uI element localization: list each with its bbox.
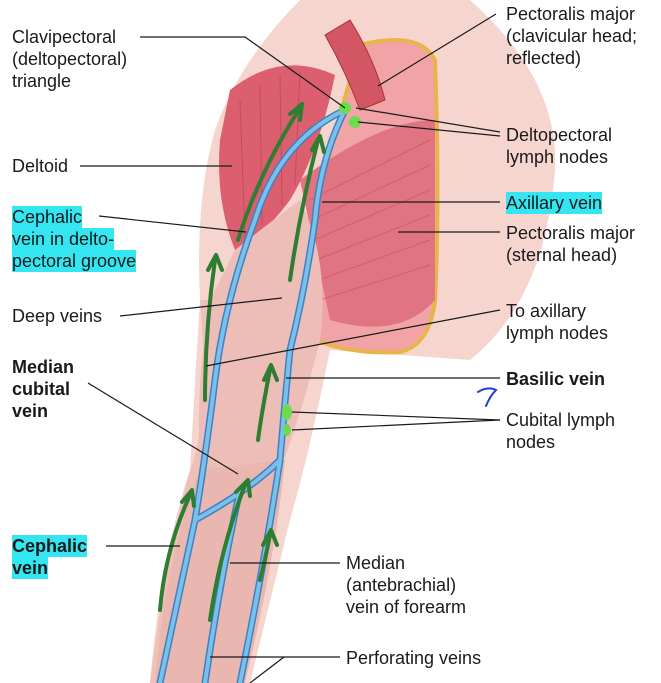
- cubital-lymph-node: [283, 424, 291, 436]
- label-cubital-lymph-nodes: Cubital lymph nodes: [506, 410, 616, 452]
- label-median-antebrachial-vein: Median (antebrachial) vein of forearm: [346, 553, 467, 617]
- arrow-up-icon: [288, 134, 326, 282]
- arrow-up-icon: [256, 363, 279, 442]
- label-perforating-veins: Perforating veins: [346, 648, 482, 668]
- deltopectoral-lymph-node: [349, 116, 361, 128]
- label-deltopectoral-lymph-nodes: Deltopectoral lymph nodes: [506, 125, 613, 167]
- label-clavipectoral-triangle: Clavipectoral (deltopectoral) triangle: [12, 27, 128, 91]
- label-pectoralis-clavicular: Pectoralis major (clavicular head; refle…: [506, 4, 638, 68]
- arrow-up-icon: [208, 478, 252, 622]
- label-basilic-vein: Basilic vein: [506, 369, 606, 389]
- leader-lines: [80, 13, 501, 683]
- arrow-up-icon: [158, 488, 196, 612]
- label-to-axillary-lymph-nodes: To axillary lymph nodes: [506, 301, 609, 343]
- deltoid-muscle: [219, 65, 335, 250]
- label-cephalic-vein: Cephalic vein: [12, 535, 88, 579]
- handwritten-annotation-icon: [477, 387, 498, 407]
- arrow-up-icon: [236, 102, 304, 242]
- cephalic-vein: [158, 108, 347, 683]
- flow-arrows: [158, 102, 326, 622]
- label-axillary-vein: Axillary vein: [506, 192, 603, 214]
- pectoralis-clavicular-head: [324, 19, 386, 111]
- label-deltoid: Deltoid: [12, 156, 69, 176]
- label-cephalic-vein-groove: Cephalic vein in delto- pectoral groove: [12, 206, 137, 272]
- label-median-cubital-vein: Median cubital vein: [12, 357, 75, 421]
- pectoral-region: [300, 38, 440, 355]
- label-deep-veins: Deep veins: [12, 306, 103, 326]
- label-pectoralis-sternal: Pectoralis major (sternal head): [506, 223, 636, 265]
- lymph-nodes: [282, 102, 361, 436]
- cubital-lymph-node: [282, 404, 292, 420]
- arrow-up-icon: [203, 253, 224, 402]
- arrow-up-icon: [258, 528, 279, 582]
